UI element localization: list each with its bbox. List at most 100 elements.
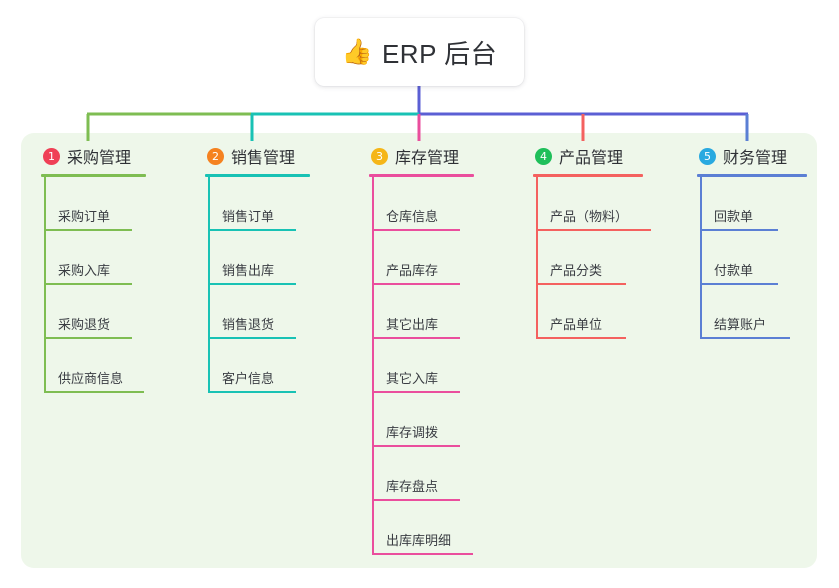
leaf-node-label: 客户信息	[222, 371, 275, 386]
leaf-node-rule	[208, 283, 296, 285]
leaf-node[interactable]: 产品（物料）	[536, 177, 651, 231]
column-title: 产品管理	[559, 150, 624, 167]
diagram-panel	[21, 133, 817, 568]
leaf-node-rule	[536, 229, 651, 231]
branch-list: 回款单付款单结算账户	[700, 177, 807, 339]
leaf-node-label: 采购入库	[58, 263, 111, 278]
leaf-node[interactable]: 其它入库	[372, 339, 474, 393]
leaf-node-label: 销售订单	[222, 209, 275, 224]
leaf-node-label: 产品库存	[386, 263, 439, 278]
column-header[interactable]: 3 库存管理	[369, 144, 474, 168]
column-title: 销售管理	[231, 150, 296, 167]
leaf-node-rule	[700, 229, 778, 231]
leaf-node[interactable]: 回款单	[700, 177, 807, 231]
leaf-node-rule	[372, 337, 460, 339]
leaf-node[interactable]: 供应商信息	[44, 339, 146, 393]
leaf-node-label: 产品（物料）	[550, 209, 629, 224]
leaf-node[interactable]: 库存盘点	[372, 447, 474, 501]
leaf-node[interactable]: 销售退货	[208, 285, 310, 339]
column-number-badge: 5	[699, 147, 716, 165]
branch-list: 仓库信息产品库存其它出库其它入库库存调拨库存盘点出库库明细	[372, 177, 474, 555]
leaf-node[interactable]: 采购订单	[44, 177, 146, 231]
leaf-node-label: 库存调拨	[386, 425, 439, 440]
leaf-node-rule	[536, 337, 626, 339]
branch-spine	[700, 177, 702, 339]
leaf-node[interactable]: 库存调拨	[372, 393, 474, 447]
leaf-node[interactable]: 产品分类	[536, 231, 643, 285]
branch-spine	[536, 177, 538, 339]
column-产品管理: 4 产品管理产品（物料） 产品分类产品单位	[533, 144, 651, 339]
branch-list: 采购订单采购入库采购退货供应商信息	[44, 177, 146, 393]
leaf-node[interactable]: 仓库信息	[372, 177, 474, 231]
leaf-node[interactable]: 其它出库	[372, 285, 474, 339]
column-header[interactable]: 2 销售管理	[205, 144, 310, 168]
leaf-node-rule	[536, 283, 626, 285]
leaf-node-label: 供应商信息	[58, 371, 124, 386]
branch-spine	[208, 177, 210, 393]
leaf-node-label: 销售出库	[222, 263, 275, 278]
branch-spine	[372, 177, 374, 555]
leaf-node-rule	[44, 337, 132, 339]
column-number-badge: 3	[371, 147, 388, 165]
leaf-node[interactable]: 销售出库	[208, 231, 310, 285]
leaf-node-label: 库存盘点	[386, 479, 439, 494]
column-header-rule	[533, 174, 643, 177]
leaf-node-label: 采购订单	[58, 209, 111, 224]
leaf-node-rule	[208, 391, 296, 393]
leaf-node-rule	[700, 337, 790, 339]
leaf-node-label: 其它入库	[386, 371, 439, 386]
leaf-node-rule	[208, 337, 296, 339]
leaf-node-label: 回款单	[714, 209, 754, 224]
column-number-badge: 1	[43, 147, 60, 165]
column-header[interactable]: 5 财务管理	[697, 144, 807, 168]
branch-list: 产品（物料） 产品分类产品单位	[536, 177, 651, 339]
leaf-node[interactable]: 采购退货	[44, 285, 146, 339]
leaf-node-rule	[372, 553, 473, 555]
leaf-node[interactable]: 产品库存	[372, 231, 474, 285]
leaf-node-rule	[44, 229, 132, 231]
leaf-node-rule	[372, 499, 460, 501]
leaf-node-label: 产品分类	[550, 263, 603, 278]
root-node-card[interactable]: 👍 ERP 后台	[315, 18, 524, 86]
column-header-rule	[41, 174, 146, 177]
leaf-node-rule	[372, 229, 460, 231]
leaf-node[interactable]: 采购入库	[44, 231, 146, 285]
leaf-node[interactable]: 产品单位	[536, 285, 643, 339]
column-header[interactable]: 1 采购管理	[41, 144, 146, 168]
leaf-node[interactable]: 销售订单	[208, 177, 310, 231]
column-title: 财务管理	[723, 150, 788, 167]
column-header-rule	[205, 174, 310, 177]
leaf-node-label: 结算账户	[714, 317, 767, 332]
column-header-rule	[697, 174, 807, 177]
root-node-inner: 👍 ERP 后台	[342, 34, 497, 71]
leaf-node-rule	[208, 229, 296, 231]
column-销售管理: 2 销售管理销售订单销售出库销售退货客户信息	[205, 144, 310, 393]
leaf-node[interactable]: 结算账户	[700, 285, 807, 339]
branch-list: 销售订单销售出库销售退货客户信息	[208, 177, 310, 393]
leaf-node-rule	[44, 283, 132, 285]
column-header[interactable]: 4 产品管理	[533, 144, 643, 168]
column-number-badge: 2	[207, 147, 224, 165]
leaf-node-label: 销售退货	[222, 317, 275, 332]
column-title: 采购管理	[67, 150, 132, 167]
leaf-node-rule	[372, 391, 460, 393]
thumbs-up-icon: 👍	[341, 37, 373, 66]
column-number-badge: 4	[535, 147, 552, 165]
leaf-node-label: 仓库信息	[386, 209, 439, 224]
leaf-node-rule	[372, 283, 460, 285]
leaf-node-rule	[44, 391, 144, 393]
leaf-node[interactable]: 付款单	[700, 231, 807, 285]
column-采购管理: 1 采购管理采购订单采购入库采购退货供应商信息	[41, 144, 146, 393]
leaf-node-rule	[700, 283, 778, 285]
branch-spine	[44, 177, 46, 393]
column-title: 库存管理	[395, 150, 460, 167]
leaf-node-label: 付款单	[714, 263, 754, 278]
leaf-node[interactable]: 客户信息	[208, 339, 310, 393]
leaf-node-rule	[372, 445, 460, 447]
root-node-title: ERP 后台	[381, 38, 498, 69]
column-header-rule	[369, 174, 474, 177]
column-财务管理: 5 财务管理回款单付款单结算账户	[697, 144, 807, 339]
leaf-node-label: 出库库明细	[386, 533, 452, 548]
leaf-node[interactable]: 出库库明细	[372, 501, 474, 555]
